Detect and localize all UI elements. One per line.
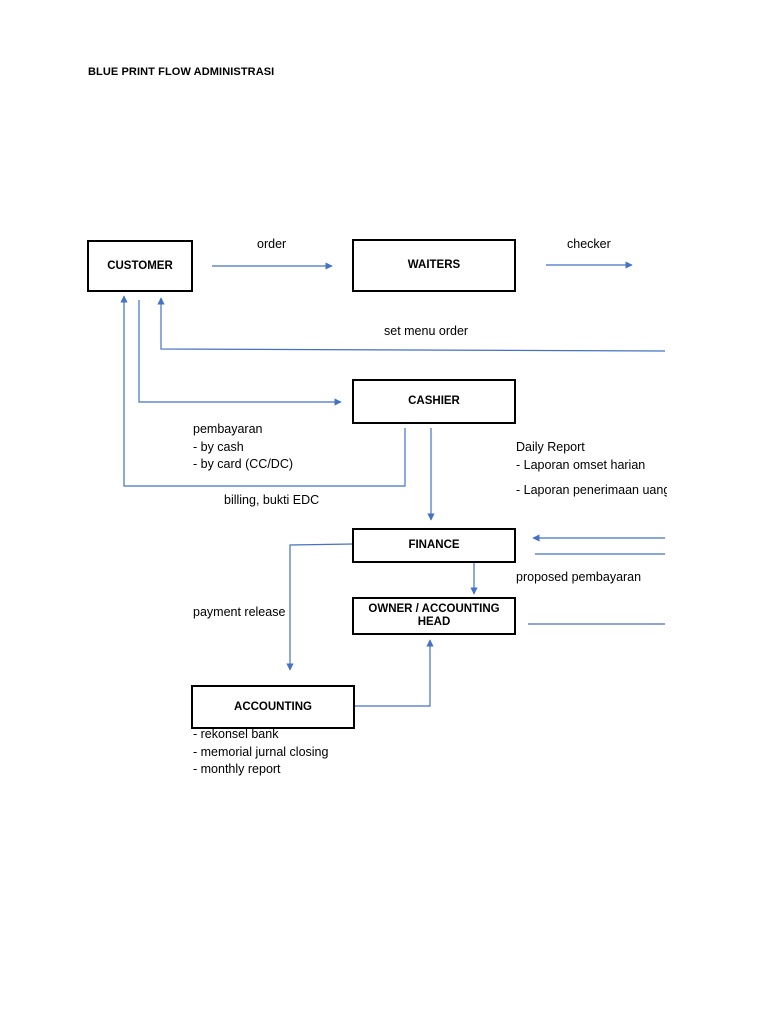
pembayaran-line: - by card (CC/DC) — [193, 457, 294, 471]
label-set-menu-order: set menu order — [384, 324, 469, 338]
node-waiters: WAITERS — [352, 239, 516, 292]
node-customer: CUSTOMER — [87, 240, 193, 292]
arrow-billing — [120, 295, 406, 487]
label-order: order — [257, 237, 287, 251]
page-title: BLUE PRINT FLOW ADMINISTRASI — [88, 66, 275, 78]
label-checker: checker — [567, 237, 611, 251]
accounting-notes: - rekonsel bank - memorial jurnal closin… — [193, 726, 328, 779]
label-billing: billing, bukti EDC — [224, 493, 320, 507]
arrow-payment-release — [286, 543, 354, 671]
arrow-accounting-to-owner — [350, 639, 434, 707]
arrow-set-menu-order — [157, 297, 666, 352]
arrow-customer-to-cashier — [138, 300, 342, 406]
node-accounting: ACCOUNTING — [191, 685, 355, 729]
accounting-note: - rekonsel bank — [193, 727, 279, 741]
label-daily-report: Daily Report - Laporan omset harian — [516, 439, 645, 474]
label-pembayaran: pembayaran - by cash - by card (CC/DC) — [193, 421, 293, 474]
accounting-note: - memorial jurnal closing — [193, 744, 329, 759]
daily-report-line: Daily Report — [516, 440, 585, 454]
node-cashier: CASHIER — [352, 379, 516, 424]
daily-report-line: - Laporan omset harian — [516, 457, 646, 472]
node-finance: FINANCE — [352, 528, 516, 563]
label-laporan-penerimaan: - Laporan penerimaan uang — [516, 483, 667, 497]
node-owner-accounting-head: OWNER / ACCOUNTING HEAD — [352, 597, 516, 635]
pembayaran-line: pembayaran — [193, 422, 263, 436]
pembayaran-line: - by cash — [193, 439, 244, 454]
label-proposed-pembayaran: proposed pembayaran — [516, 570, 642, 584]
label-payment-release: payment release — [193, 605, 286, 619]
accounting-note: - monthly report — [193, 762, 281, 776]
